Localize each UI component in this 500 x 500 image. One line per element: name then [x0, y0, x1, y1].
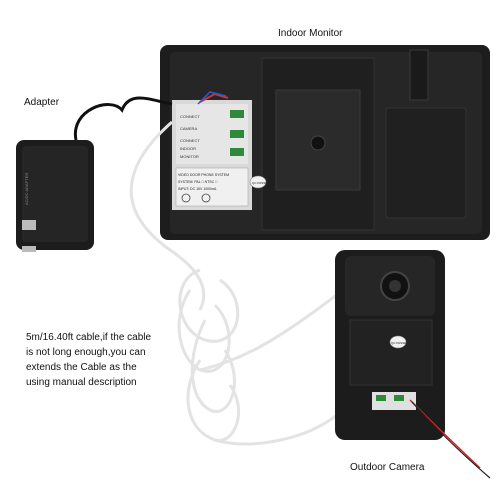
cable-note-line-3: extends the Cable as the [26, 362, 137, 373]
camera-qc-badge: QC PASSED [391, 341, 409, 345]
spec-system: SYSTEM: PAL □ NTSC □ [178, 180, 218, 184]
port-camera-label: CAMERA [180, 126, 197, 131]
cable-note-line-4: using manual description [26, 377, 137, 388]
outdoor-camera-label: Outdoor Camera [350, 462, 425, 473]
adapter-callout: Adapter [24, 97, 60, 108]
monitor-qc-badge: QC PASSED [252, 181, 270, 185]
cable-note-line-2: is not long enough,you can [26, 347, 146, 358]
cable-note-line-1: 5m/16.40ft cable,if the cable [26, 332, 152, 343]
adapter-label: AC/DC ADAPTER [24, 173, 29, 205]
port-indoor-label: INDOOR [180, 146, 196, 151]
spec-title: VIDEO DOOR PHONE SYSTEM [178, 173, 229, 177]
indoor-monitor-label: Indoor Monitor [278, 28, 343, 39]
port-connect-label: CONNECT [180, 114, 200, 119]
spec-input: INPUT: DC 15V 1000mA [178, 187, 217, 191]
indoor-monitor [160, 45, 490, 240]
port-connect2-label: CONNECT [180, 138, 200, 143]
port-monitor-label: MONITOR [180, 154, 199, 159]
outdoor-camera [335, 250, 491, 479]
power-adapter [16, 96, 173, 252]
cable-note: 5m/16.40ft cable,if the cable is not lon… [26, 330, 176, 390]
